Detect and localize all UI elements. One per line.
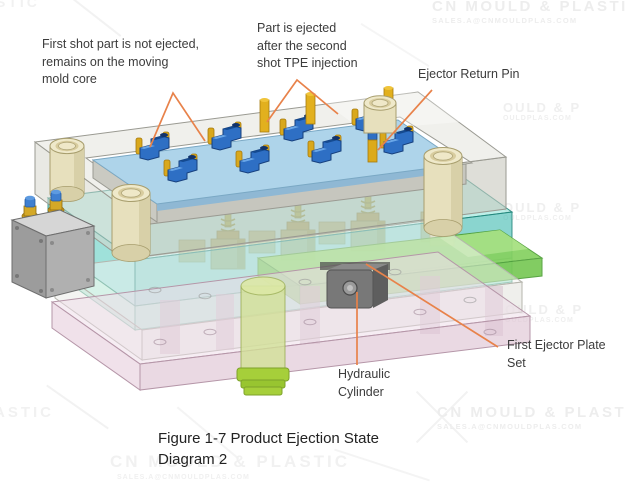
guide-bushing (423, 147, 463, 237)
annotation-ejector-return-pin: Ejector Return Pin (418, 67, 520, 81)
guide-bushing (363, 95, 397, 134)
leader-ejector-return-pin (377, 89, 433, 151)
hydraulic-cylinder-rod (236, 276, 290, 396)
figure-caption: Figure 1-7 Product Ejection State Diagra… (158, 430, 379, 468)
annotation-part-ejected: Part is ejected after the second shot TP… (257, 21, 358, 70)
screw-heads (148, 268, 497, 346)
leader-first-shot (149, 91, 206, 148)
leader-first-ejector-plate (365, 263, 499, 348)
annotation-hydraulic-cylinder: Hydraulic Cylinder (338, 367, 391, 399)
leader-part-ejected (266, 78, 339, 123)
hydraulic-cylinder-block (320, 262, 390, 309)
annotation-first-shot: First shot part is not ejected, remains … (42, 37, 200, 86)
leader-lines (149, 78, 499, 365)
annotation-first-ejector-plate-set: First Ejector Plate Set (507, 338, 606, 370)
valve-block (10, 189, 96, 299)
guide-bushing (111, 184, 151, 262)
